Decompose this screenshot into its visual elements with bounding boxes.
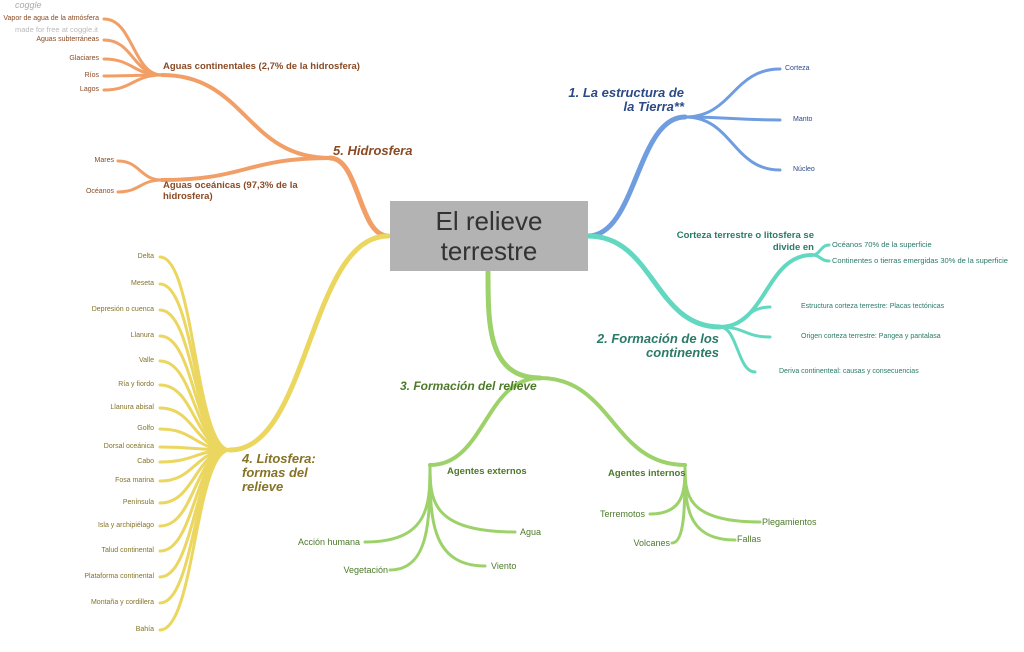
- branch-link: [428, 463, 487, 568]
- leaf[interactable]: Isla y archipiélago: [97, 522, 154, 529]
- leaf[interactable]: Montaña y cordillera: [90, 599, 154, 606]
- leaf[interactable]: Glaciares: [69, 55, 99, 62]
- leaf[interactable]: Vapor de agua de la atmósfera: [3, 15, 99, 22]
- node-continentes[interactable]: 2. Formación de los continentes: [596, 331, 719, 360]
- branch-link: [585, 114, 688, 239]
- branch-link: [485, 269, 543, 381]
- node-aguas-oceanicas[interactable]: Aguas oceánicas (97,3% de la hidrosfera): [163, 180, 298, 202]
- branch-link: [538, 376, 687, 467]
- leaf[interactable]: Llanura abisal: [110, 404, 154, 411]
- leaf[interactable]: Depresión o cuenca: [91, 306, 154, 313]
- node-agentes-internos[interactable]: Agentes internos: [608, 468, 686, 479]
- node-litosfera[interactable]: 4. Litosfera: formas del relieve: [242, 451, 316, 494]
- branch-link: [116, 178, 164, 194]
- leaf[interactable]: Bahía: [135, 626, 154, 633]
- leaf[interactable]: Océanos: [85, 188, 114, 195]
- branch-link: [810, 253, 831, 263]
- branch-link: [158, 448, 232, 632]
- branch-link: [683, 463, 762, 524]
- leaf[interactable]: Cabo: [137, 458, 154, 465]
- branch-link: [158, 448, 232, 579]
- branch-link: [810, 243, 831, 257]
- leaf[interactable]: Ría y fiordo: [118, 381, 154, 388]
- leaf[interactable]: Viento: [491, 561, 517, 571]
- branch-link: [585, 233, 723, 330]
- leaf[interactable]: Talud continental: [101, 547, 154, 554]
- branch-link: [227, 233, 391, 453]
- leaf[interactable]: Vegetación: [343, 565, 388, 575]
- branch-link: [102, 73, 164, 92]
- node-relieve[interactable]: 3. Formación del relieve: [400, 379, 537, 393]
- leaf[interactable]: Plegamientos: [762, 517, 817, 527]
- leaf[interactable]: Lagos: [79, 86, 99, 93]
- leaf[interactable]: Deriva continenteal: causas y consecuenc…: [779, 368, 919, 375]
- branch-link: [158, 282, 232, 452]
- leaf[interactable]: Fallas: [737, 534, 762, 544]
- leaf[interactable]: Ríos: [84, 72, 99, 79]
- leaf[interactable]: Delta: [137, 253, 154, 260]
- leaf[interactable]: Continentes o tierras emergidas 30% de l…: [832, 256, 1008, 265]
- branch-link: [718, 305, 772, 329]
- branch-link: [160, 73, 332, 160]
- branch-link: [388, 463, 432, 572]
- leaf[interactable]: Terremotos: [599, 509, 645, 519]
- leaf[interactable]: Núcleo: [793, 166, 815, 173]
- leaf[interactable]: Plataforma continental: [84, 573, 154, 580]
- coggle-watermark: made for free at coggle.it: [15, 25, 98, 34]
- branch-link: [116, 159, 164, 182]
- leaf[interactable]: Llanura: [130, 332, 154, 339]
- coggle-logo: coggle: [15, 0, 42, 10]
- leaf[interactable]: Origen corteza terrestre: Pangea y panta…: [801, 333, 941, 340]
- branch-link: [428, 376, 542, 467]
- branch-link: [718, 325, 757, 374]
- branch-link: [683, 67, 782, 119]
- branch-link: [363, 463, 432, 544]
- leaf[interactable]: Aguas subterráneas: [36, 36, 99, 43]
- leaf[interactable]: Agua: [520, 527, 542, 537]
- central-node[interactable]: El relieve terrestre: [390, 201, 588, 271]
- leaf[interactable]: Fosa marina: [115, 477, 154, 484]
- leaf[interactable]: Mares: [94, 157, 114, 164]
- branch-link: [718, 253, 814, 329]
- leaf[interactable]: Valle: [138, 357, 154, 364]
- branch-link: [683, 115, 782, 172]
- node-aguas-continentales[interactable]: Aguas continentales (2,7% de la hidrosfe…: [163, 61, 360, 72]
- leaf[interactable]: Océanos 70% de la superficie: [832, 240, 932, 249]
- leaf[interactable]: Golfo: [137, 425, 154, 432]
- leaf[interactable]: Corteza: [785, 65, 810, 72]
- leaf[interactable]: Volcanes: [633, 538, 670, 548]
- branch-link: [327, 155, 391, 239]
- node-hidrosfera[interactable]: 5. Hidrosfera: [333, 143, 413, 158]
- leaf[interactable]: Estructura corteza terrestre: Placas tec…: [801, 303, 945, 310]
- node-estructura[interactable]: 1. La estructura de la Tierra**: [568, 85, 684, 114]
- leaf[interactable]: Dorsal oceánica: [103, 443, 154, 450]
- leaf[interactable]: Manto: [793, 116, 813, 123]
- branch-link: [158, 448, 232, 605]
- branch-link: [160, 156, 332, 182]
- node-division[interactable]: Corteza terrestre o litosfera se divide …: [676, 230, 814, 253]
- branch-link: [158, 255, 232, 452]
- leaf[interactable]: Península: [122, 499, 154, 506]
- leaf[interactable]: Meseta: [131, 280, 154, 287]
- node-agentes-externos[interactable]: Agentes externos: [447, 466, 527, 477]
- leaf[interactable]: Acción humana: [297, 537, 360, 547]
